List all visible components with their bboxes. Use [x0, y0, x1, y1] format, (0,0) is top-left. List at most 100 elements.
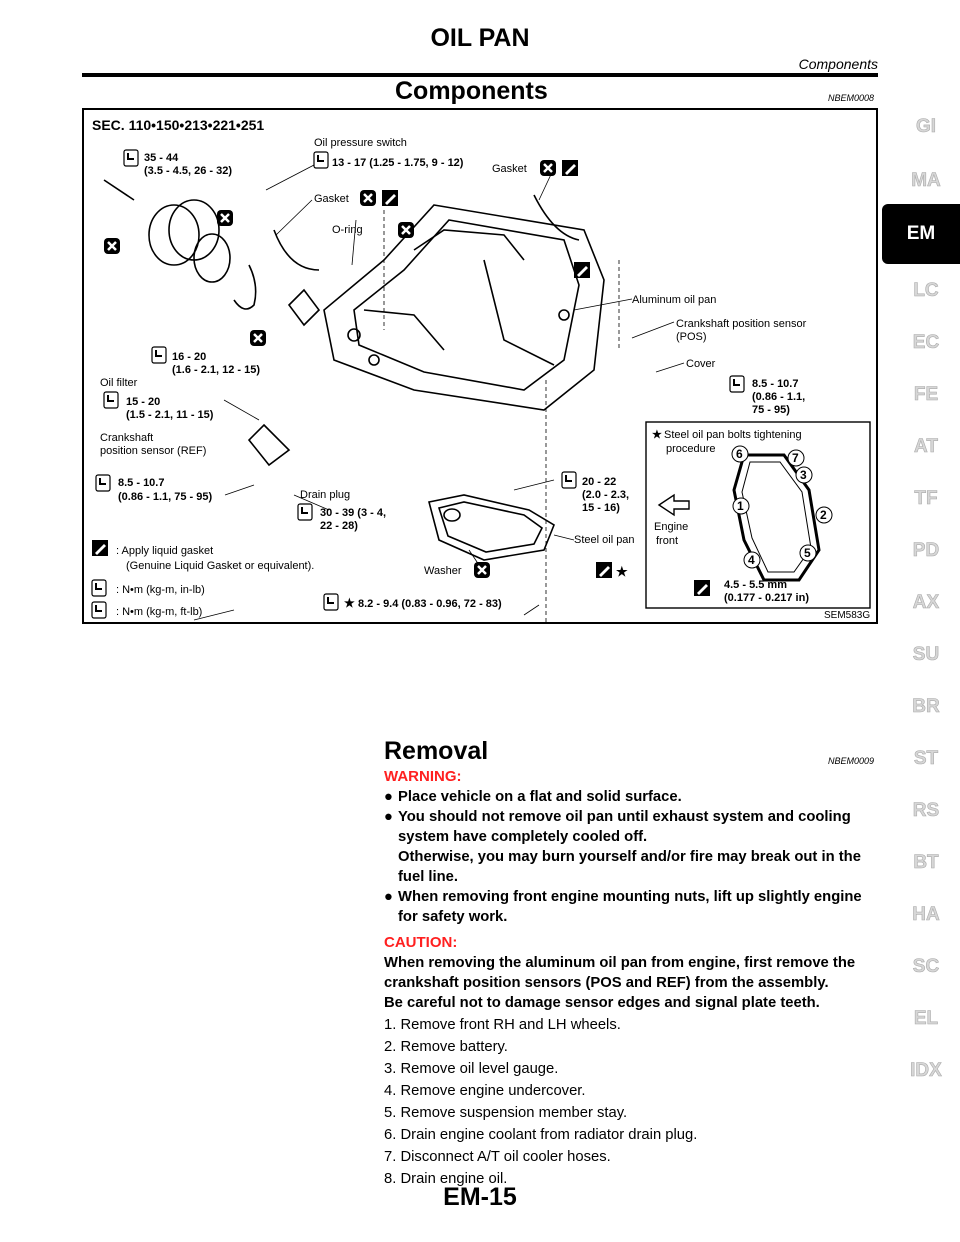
tab-em[interactable]: EM [882, 204, 960, 264]
tab-at[interactable]: AT [914, 436, 939, 458]
star-mark: ★ [344, 596, 355, 610]
warning-item: ●Place vehicle on a flat and solid surfa… [384, 789, 682, 805]
oil-pressure-switch-label: Oil pressure switch [314, 137, 407, 149]
crankshaft-ref-label: Crankshaft [100, 432, 153, 444]
header-rule [82, 73, 878, 77]
warning-item: ●You should not remove oil pan until exh… [384, 809, 851, 845]
torque-ftlb-icon [561, 471, 577, 489]
warning-label: WARNING: [384, 768, 462, 785]
chapter-title: OIL PAN [430, 24, 530, 52]
tab-idx[interactable]: IDX [910, 1060, 942, 1082]
step: 5. Remove suspension member stay. [384, 1105, 628, 1121]
legend-ftlb: : N•m (kg-m, ft-lb) [116, 606, 202, 618]
torque-ftlb-icon [151, 346, 167, 364]
step: 6. Drain engine coolant from radiator dr… [384, 1127, 698, 1143]
tab-su[interactable]: SU [912, 644, 940, 666]
star-mark: ★ [616, 564, 628, 579]
tab-fe[interactable]: FE [913, 384, 939, 406]
step: 4. Remove engine undercover. [384, 1083, 586, 1099]
steel-oil-pan-label: Steel oil pan [574, 534, 635, 546]
liquid-gasket-icon [596, 562, 612, 578]
replace-icon [472, 560, 492, 580]
torque-16-20-detail: (1.6 - 2.1, 12 - 15) [172, 364, 260, 376]
bolt-1: 1 [737, 499, 744, 513]
tab-tf[interactable]: TF [914, 488, 938, 510]
warning-item-cont: Otherwise, you may burn yourself and/or … [398, 849, 861, 885]
torque-20-22-detail-2: 15 - 16) [582, 502, 620, 514]
liquid-gasket-icon [694, 580, 710, 596]
caution-text: When removing the aluminum oil pan from … [384, 955, 856, 991]
tab-br[interactable]: BR [912, 696, 940, 718]
liquid-gasket-icon [92, 540, 108, 556]
tab-bt[interactable]: BT [913, 852, 939, 874]
gasket-mid-label: Gasket [314, 193, 349, 205]
step: 8. Drain engine oil. [384, 1171, 508, 1187]
procedure-title-2: procedure [666, 443, 716, 455]
oil-filter-drawing [103, 179, 321, 467]
torque-ftlb-icon [297, 503, 313, 521]
torque-16-20: 16 - 20 [172, 351, 206, 363]
bolt-2: 2 [820, 508, 827, 522]
torque-8-5-right: 8.5 - 10.7 [752, 378, 798, 390]
torque-20-22: 20 - 22 [582, 476, 616, 488]
replace-icon [358, 188, 378, 208]
step: 3. Remove oil level gauge. [384, 1061, 559, 1077]
tab-st[interactable]: ST [913, 748, 939, 770]
torque-ftlb-icon [323, 593, 339, 611]
tab-ax[interactable]: AX [912, 592, 940, 614]
torque-8-5-left: 8.5 - 10.7 [118, 477, 164, 489]
sec-label: SEC. 110•150•213•221•251 [92, 117, 264, 133]
tab-gi[interactable]: GI [915, 116, 937, 138]
legend-gasket-2: (Genuine Liquid Gasket or equivalent). [126, 560, 314, 572]
tab-sc[interactable]: SC [912, 956, 940, 978]
torque-inlb-icon [91, 579, 107, 597]
torque-inlb-icon [729, 375, 745, 393]
tab-ma[interactable]: MA [911, 170, 941, 192]
page-number: EM-15 [443, 1183, 517, 1211]
aluminum-oil-pan-label: Aluminum oil pan [632, 294, 716, 306]
tab-pd[interactable]: PD [912, 540, 940, 562]
components-code: NBEM0008 [828, 93, 875, 103]
engine-front-label-2: front [656, 535, 678, 547]
tab-lc[interactable]: LC [913, 280, 939, 302]
crankshaft-pos-label-2: (POS) [676, 331, 707, 343]
torque-8-2-9-4: 8.2 - 9.4 (0.83 - 0.96, 72 - 83) [358, 598, 502, 610]
torque-35-44: 35 - 44 [144, 152, 179, 164]
caution-text-2: Be careful not to damage sensor edges an… [384, 995, 820, 1011]
oring-label: O-ring [332, 224, 363, 236]
aluminum-oil-pan-drawing [323, 204, 605, 411]
removal-body: WARNING: ●Place vehicle on a flat and so… [384, 767, 878, 1189]
tab-ha[interactable]: HA [912, 904, 940, 926]
torque-13-17: 13 - 17 (1.25 - 1.75, 9 - 12) [332, 157, 464, 169]
torque-ftlb-icon [123, 149, 139, 167]
removal-code: NBEM0009 [828, 756, 875, 766]
warning-item: ●When removing front engine mounting nut… [384, 889, 862, 925]
torque-35-44-detail: (3.5 - 4.5, 26 - 32) [144, 165, 232, 177]
oil-filter-label: Oil filter [100, 377, 138, 389]
torque-8-5-right-2: (0.86 - 1.1, [752, 391, 805, 403]
components-figure: SEC. 110•150•213•221•251 [82, 108, 878, 624]
tab-el[interactable]: EL [913, 1008, 939, 1030]
tab-rs[interactable]: RS [912, 800, 940, 822]
gasket-top-label: Gasket [492, 163, 527, 175]
bead-size-2: (0.177 - 0.217 in) [724, 592, 809, 604]
liquid-gasket-icon [574, 262, 590, 278]
caution-label: CAUTION: [384, 934, 458, 951]
gaskets-drawing [273, 194, 580, 271]
tab-ec[interactable]: EC [912, 332, 940, 354]
replace-icon [248, 328, 268, 348]
removal-heading: Removal [384, 737, 489, 765]
crankshaft-pos-label: Crankshaft position sensor [676, 318, 807, 330]
torque-30-39: 30 - 39 (3 - 4, [320, 507, 386, 519]
liquid-gasket-icon [562, 160, 578, 176]
step: 1. Remove front RH and LH wheels. [384, 1017, 621, 1033]
bolt-7: 7 [792, 451, 799, 465]
components-heading: Components [395, 77, 548, 105]
torque-30-39-detail: 22 - 28) [320, 520, 358, 532]
replace-icon [102, 236, 122, 256]
cover-label: Cover [686, 358, 716, 370]
torque-15-20: 15 - 20 [126, 396, 160, 408]
exploded-diagram: SEC. 110•150•213•221•251 [91, 117, 871, 622]
replace-icon [215, 208, 235, 228]
replace-icon [396, 220, 416, 240]
